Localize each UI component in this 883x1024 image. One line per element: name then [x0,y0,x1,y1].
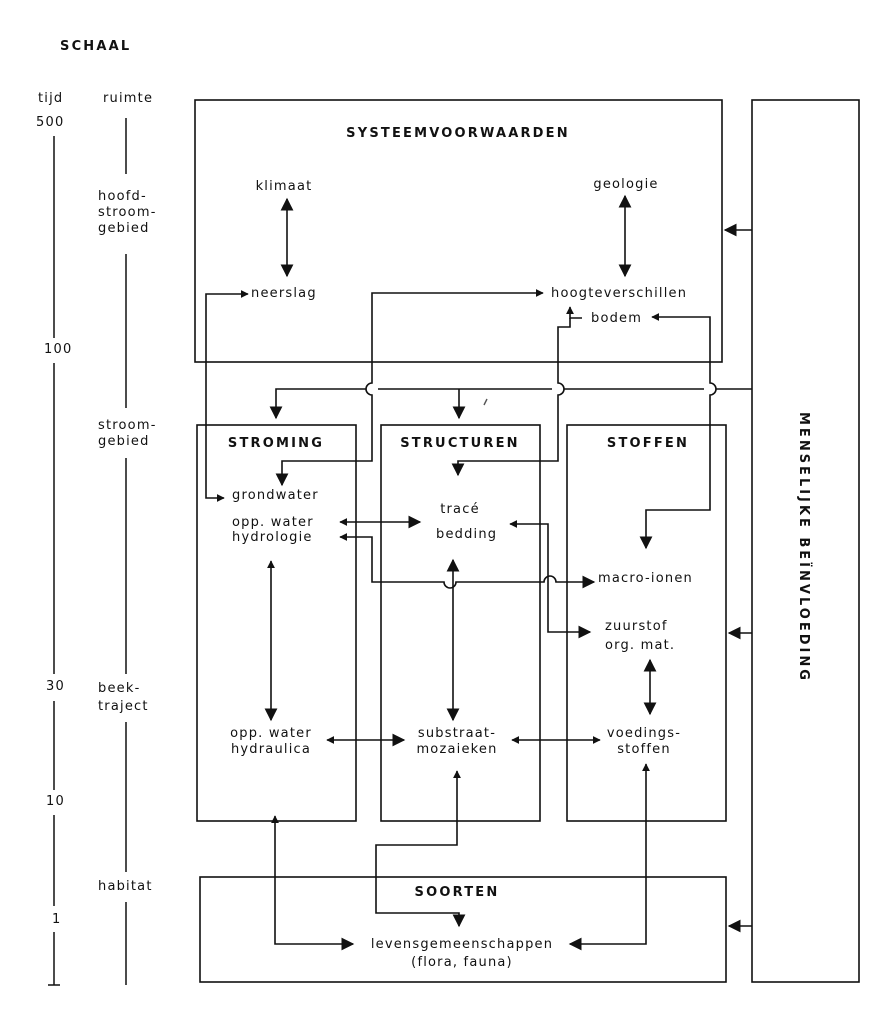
structuren-box [380,424,541,822]
arrow-neerslag-grondwater [205,290,249,502]
arrow-substraat-levens [375,770,466,928]
arrow-hydrologie-macro [339,533,596,589]
arrow-dist-stroming [269,388,366,420]
node-bedding: bedding [436,527,497,542]
time-label-1: 1 [52,912,61,927]
node-macro-ionen: macro-ionen [598,571,693,586]
node-hydrologie: hydrologie [232,530,313,545]
stoffen-heading: STOFFEN [607,436,689,451]
node-hydraulica: hydraulica [231,742,311,757]
space-label-habitat: habitat [98,879,153,894]
time-label-10: 10 [46,794,65,809]
space-label-beek-2: traject [98,699,149,714]
time-label-30: 30 [46,679,65,694]
space-header: ruimte [103,91,153,106]
node-substraat: substraat- [418,726,496,741]
node-voedings: voedings- [607,726,681,741]
node-neerslag: neerslag [251,286,317,301]
time-label-500: 500 [36,115,64,130]
node-grondwater: grondwater [232,488,319,503]
arrow-hoogte-grondwater [275,289,544,487]
scale-title: SCHAAL [60,39,131,54]
node-opp-water: opp. water [232,515,314,530]
systeemvoorwaarden-heading: SYSTEEMVOORWAARDEN [346,126,570,141]
time-axis [48,136,60,986]
node-trace: tracé [440,502,480,517]
space-label-hoofd-3: gebied [98,221,150,236]
space-label-hoofd-1: hoofd- [98,189,147,204]
soorten-heading: SOORTEN [415,885,500,900]
menselijke-beinvloeding-heading: MENSELIJKE BEÏNVLOEDING [796,412,812,683]
arrow-hydraulica-levens [271,815,355,951]
node-opp-water-2: opp. water [230,726,312,741]
stroming-heading: STROMING [228,436,324,451]
node-stoffen: stoffen [617,742,671,757]
arrow-bodem-trace [451,318,571,477]
node-bodem: bodem [591,311,642,326]
stray-mark [483,398,488,406]
space-label-stroom-2: gebied [98,434,150,449]
arrow-bodem-up [566,306,582,319]
node-mozaieken: mozaieken [416,742,497,757]
space-label-beek-1: beek- [98,681,140,696]
space-label-stroom-1: stroom- [98,418,157,433]
node-klimaat: klimaat [256,179,313,194]
space-label-hoofd-2: stroom- [98,205,157,220]
connector-arrows [205,194,752,951]
arrow-bedding-zuurstof [509,520,592,639]
node-levensgemeenschappen: levensgemeenschappen [371,937,553,952]
node-org-mat: org. mat. [605,638,675,653]
time-label-100: 100 [44,342,72,357]
arrow-bodem-macro [639,313,717,550]
node-zuurstof: zuurstof [605,619,668,634]
menselijke-beinvloeding-box [751,99,860,983]
node-hoogteverschillen: hoogteverschillen [551,286,687,301]
node-geologie: geologie [593,177,658,192]
structuren-heading: STRUCTUREN [400,436,520,451]
arrow-voeding-levens [568,763,650,951]
stroming-box [196,424,357,822]
time-header: tijd [38,91,63,106]
node-flora-fauna: (flora, fauna) [411,955,513,970]
